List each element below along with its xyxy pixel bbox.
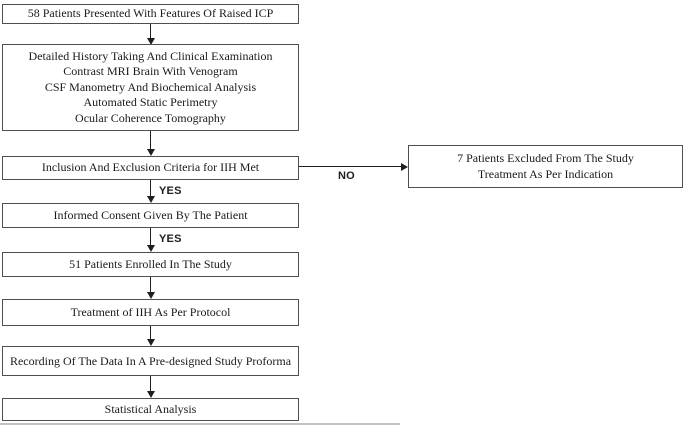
flow-box-presented: 58 Patients Presented With Features Of R… (2, 4, 299, 24)
arrow-down-4-line (150, 228, 151, 246)
flow-box-consent-text: Informed Consent Given By The Patient (53, 207, 248, 222)
arrow-down-7-line (150, 376, 151, 392)
arrow-down-1-line (150, 24, 151, 39)
arrow-down-1-head (147, 38, 155, 45)
label-yes-2: YES (159, 233, 182, 245)
flow-box-criteria-text: Inclusion And Exclusion Criteria for IIH… (41, 160, 260, 175)
arrow-down-4-head (147, 245, 155, 252)
flow-box-recording-text: Recording Of The Data In A Pre-designed … (9, 353, 292, 368)
flow-box-workup-text: Detailed History Taking And Clinical Exa… (28, 48, 273, 125)
arrow-down-6-head (147, 339, 155, 346)
arrow-down-5-head (147, 292, 155, 299)
figure-bottom-rule (0, 423, 400, 425)
flow-box-treatment: Treatment of IIH As Per Protocol (2, 299, 299, 326)
arrow-down-3-line (150, 180, 151, 197)
arrow-down-2-line (150, 131, 151, 150)
arrow-down-5-line (150, 277, 151, 293)
flow-box-enrolled-text: 51 Patients Enrolled In The Study (69, 256, 232, 271)
flow-box-analysis: Statistical Analysis (2, 398, 299, 421)
arrow-down-7-head (147, 391, 155, 398)
arrow-no-head (401, 163, 408, 171)
label-yes-1: YES (159, 185, 182, 197)
arrow-down-3-head (147, 196, 155, 203)
flow-box-analysis-text: Statistical Analysis (104, 401, 197, 416)
flow-box-criteria: Inclusion And Exclusion Criteria for IIH… (2, 156, 299, 180)
flow-box-workup: Detailed History Taking And Clinical Exa… (2, 44, 299, 131)
arrow-down-2-head (147, 149, 155, 156)
flow-box-excluded-text: 7 Patients Excluded From The Study Treat… (457, 151, 634, 181)
flow-box-excluded: 7 Patients Excluded From The Study Treat… (408, 145, 683, 188)
flow-box-enrolled: 51 Patients Enrolled In The Study (2, 252, 299, 277)
arrow-no-line (299, 166, 401, 167)
flow-box-consent: Informed Consent Given By The Patient (2, 203, 299, 228)
flow-box-treatment-text: Treatment of IIH As Per Protocol (70, 304, 231, 319)
flow-box-recording: Recording Of The Data In A Pre-designed … (2, 346, 299, 376)
arrow-down-6-line (150, 326, 151, 340)
flow-box-presented-text: 58 Patients Presented With Features Of R… (27, 6, 274, 21)
label-no: NO (338, 170, 355, 182)
